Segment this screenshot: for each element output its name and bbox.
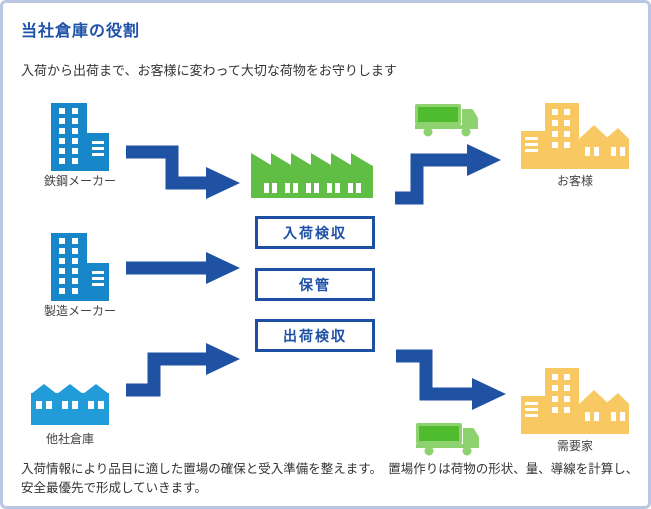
customer-label: お客様 — [556, 174, 593, 188]
arrow-warehouse-to-consumer — [396, 349, 508, 411]
process-box-incoming-inspection: 入荷検収 — [255, 216, 375, 249]
process-box-outgoing-inspection: 出荷検収 — [255, 319, 375, 352]
arrow-manufacturer-to-warehouse — [126, 251, 242, 285]
arrow-steel-to-warehouse — [126, 143, 242, 199]
process-box-storage: 保管 — [255, 268, 375, 301]
office-building-icon — [51, 233, 109, 301]
office-building-icon — [51, 103, 109, 171]
warehouse-icon — [31, 381, 109, 425]
steel-maker-label: 鉄鋼メーカー — [43, 174, 116, 188]
truck-icon — [415, 103, 481, 137]
manufacturer-label: 製造メーカー — [43, 304, 116, 318]
city-buildings-icon — [521, 368, 629, 434]
page-title: 当社倉庫の役割 — [21, 23, 141, 40]
factory-icon — [251, 150, 373, 198]
arrow-otherwarehouse-to-warehouse — [126, 343, 242, 399]
consumer-label: 需要家 — [556, 439, 593, 453]
other-warehouse-label: 他社倉庫 — [45, 432, 94, 446]
city-buildings-icon — [521, 103, 629, 169]
truck-icon — [416, 422, 482, 456]
footer-note: 入荷情報により品目に適した置場の確保と受入準備を整えます。 置場作りは荷物の形状… — [21, 462, 639, 496]
page-subtitle: 入荷から出荷まで、お客様に変わって大切な荷物をお守りします — [21, 63, 397, 78]
arrow-warehouse-to-customer — [395, 143, 503, 205]
